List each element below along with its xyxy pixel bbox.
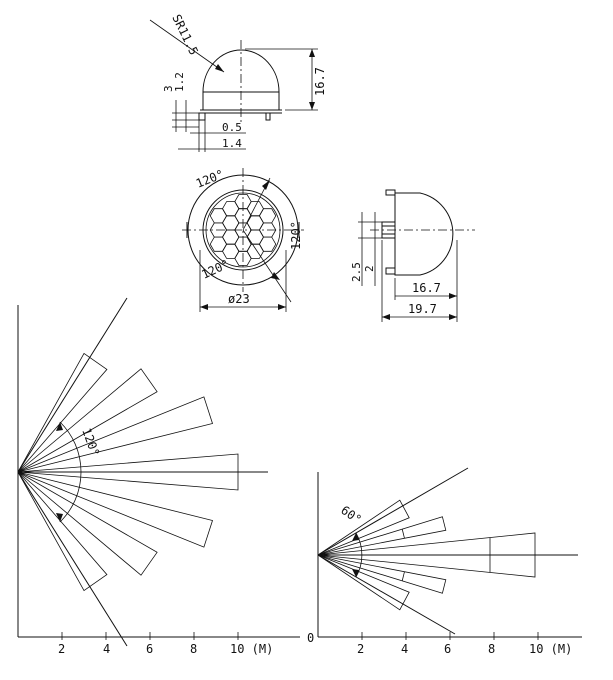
diameter-label: ø23 — [228, 292, 250, 306]
dim-19-7-label: 19.7 — [408, 302, 437, 316]
beam-zone-line — [401, 571, 405, 581]
dim-1-2-label: 1.2 — [173, 72, 186, 92]
angle-60-label: 60° — [338, 503, 364, 527]
detection-pattern-60: 60° 0 2 4 6 8 10 (M) — [307, 467, 582, 656]
detection-beams — [317, 499, 536, 611]
detection-beam — [317, 499, 410, 556]
detection-beam — [17, 352, 108, 473]
left-x-tick-6: 6 — [146, 642, 153, 656]
hex-facet — [258, 236, 277, 252]
detection-beam — [317, 554, 447, 594]
lens-side-view: 2.5 2 16.7 19.7 — [350, 189, 475, 322]
height-label: 16.7 — [313, 67, 327, 96]
dim-2-5-label: 2.5 — [350, 262, 363, 282]
right-x-tick-4: 4 — [401, 642, 408, 656]
fresnel-facets — [209, 194, 277, 266]
dim-0-5-label: 0.5 — [222, 121, 242, 134]
dim-1-4-label: 1.4 — [222, 137, 242, 150]
left-x-tick-2: 2 — [58, 642, 65, 656]
detection-beam — [17, 368, 158, 473]
detection-beam — [317, 516, 447, 556]
right-x-tick-8: 8 — [488, 642, 495, 656]
right-x-tick-10: 10 (M) — [529, 642, 572, 656]
left-x-tick-8: 8 — [190, 642, 197, 656]
right-x-tick-6: 6 — [444, 642, 451, 656]
angle-right-label: 120° — [289, 221, 303, 250]
angle-120-label: 120° — [79, 426, 102, 458]
detection-beam — [317, 532, 536, 578]
beam-zone-line — [401, 529, 405, 539]
left-x-tick-4: 4 — [103, 642, 110, 656]
left-x-tick-10: 10 (M) — [230, 642, 273, 656]
detection-beam — [17, 471, 158, 576]
detection-pattern-120: 120° 2 4 6 8 10 (M) — [17, 297, 300, 656]
lens-front-view: 120° 120° 120° ø23 — [182, 167, 304, 312]
right-x-tick-2: 2 — [357, 642, 364, 656]
origin-label: 0 — [307, 631, 314, 645]
dome-profile-view: SR11.5 16.7 3 1.2 0.5 1.4 — [149, 12, 327, 152]
angle-top-label: 120° — [194, 167, 226, 191]
hex-facet — [258, 208, 277, 224]
detection-beam — [317, 554, 410, 611]
detection-beam — [17, 471, 214, 548]
detection-beam — [17, 471, 108, 592]
detection-beam — [17, 396, 214, 473]
dim-16-7-label: 16.7 — [412, 281, 441, 295]
detection-beams — [17, 352, 239, 592]
detection-beam — [17, 453, 239, 491]
radius-label: SR11.5 — [169, 12, 201, 57]
dim-3-label: 3 — [162, 85, 175, 92]
dim-2-label: 2 — [363, 265, 376, 272]
